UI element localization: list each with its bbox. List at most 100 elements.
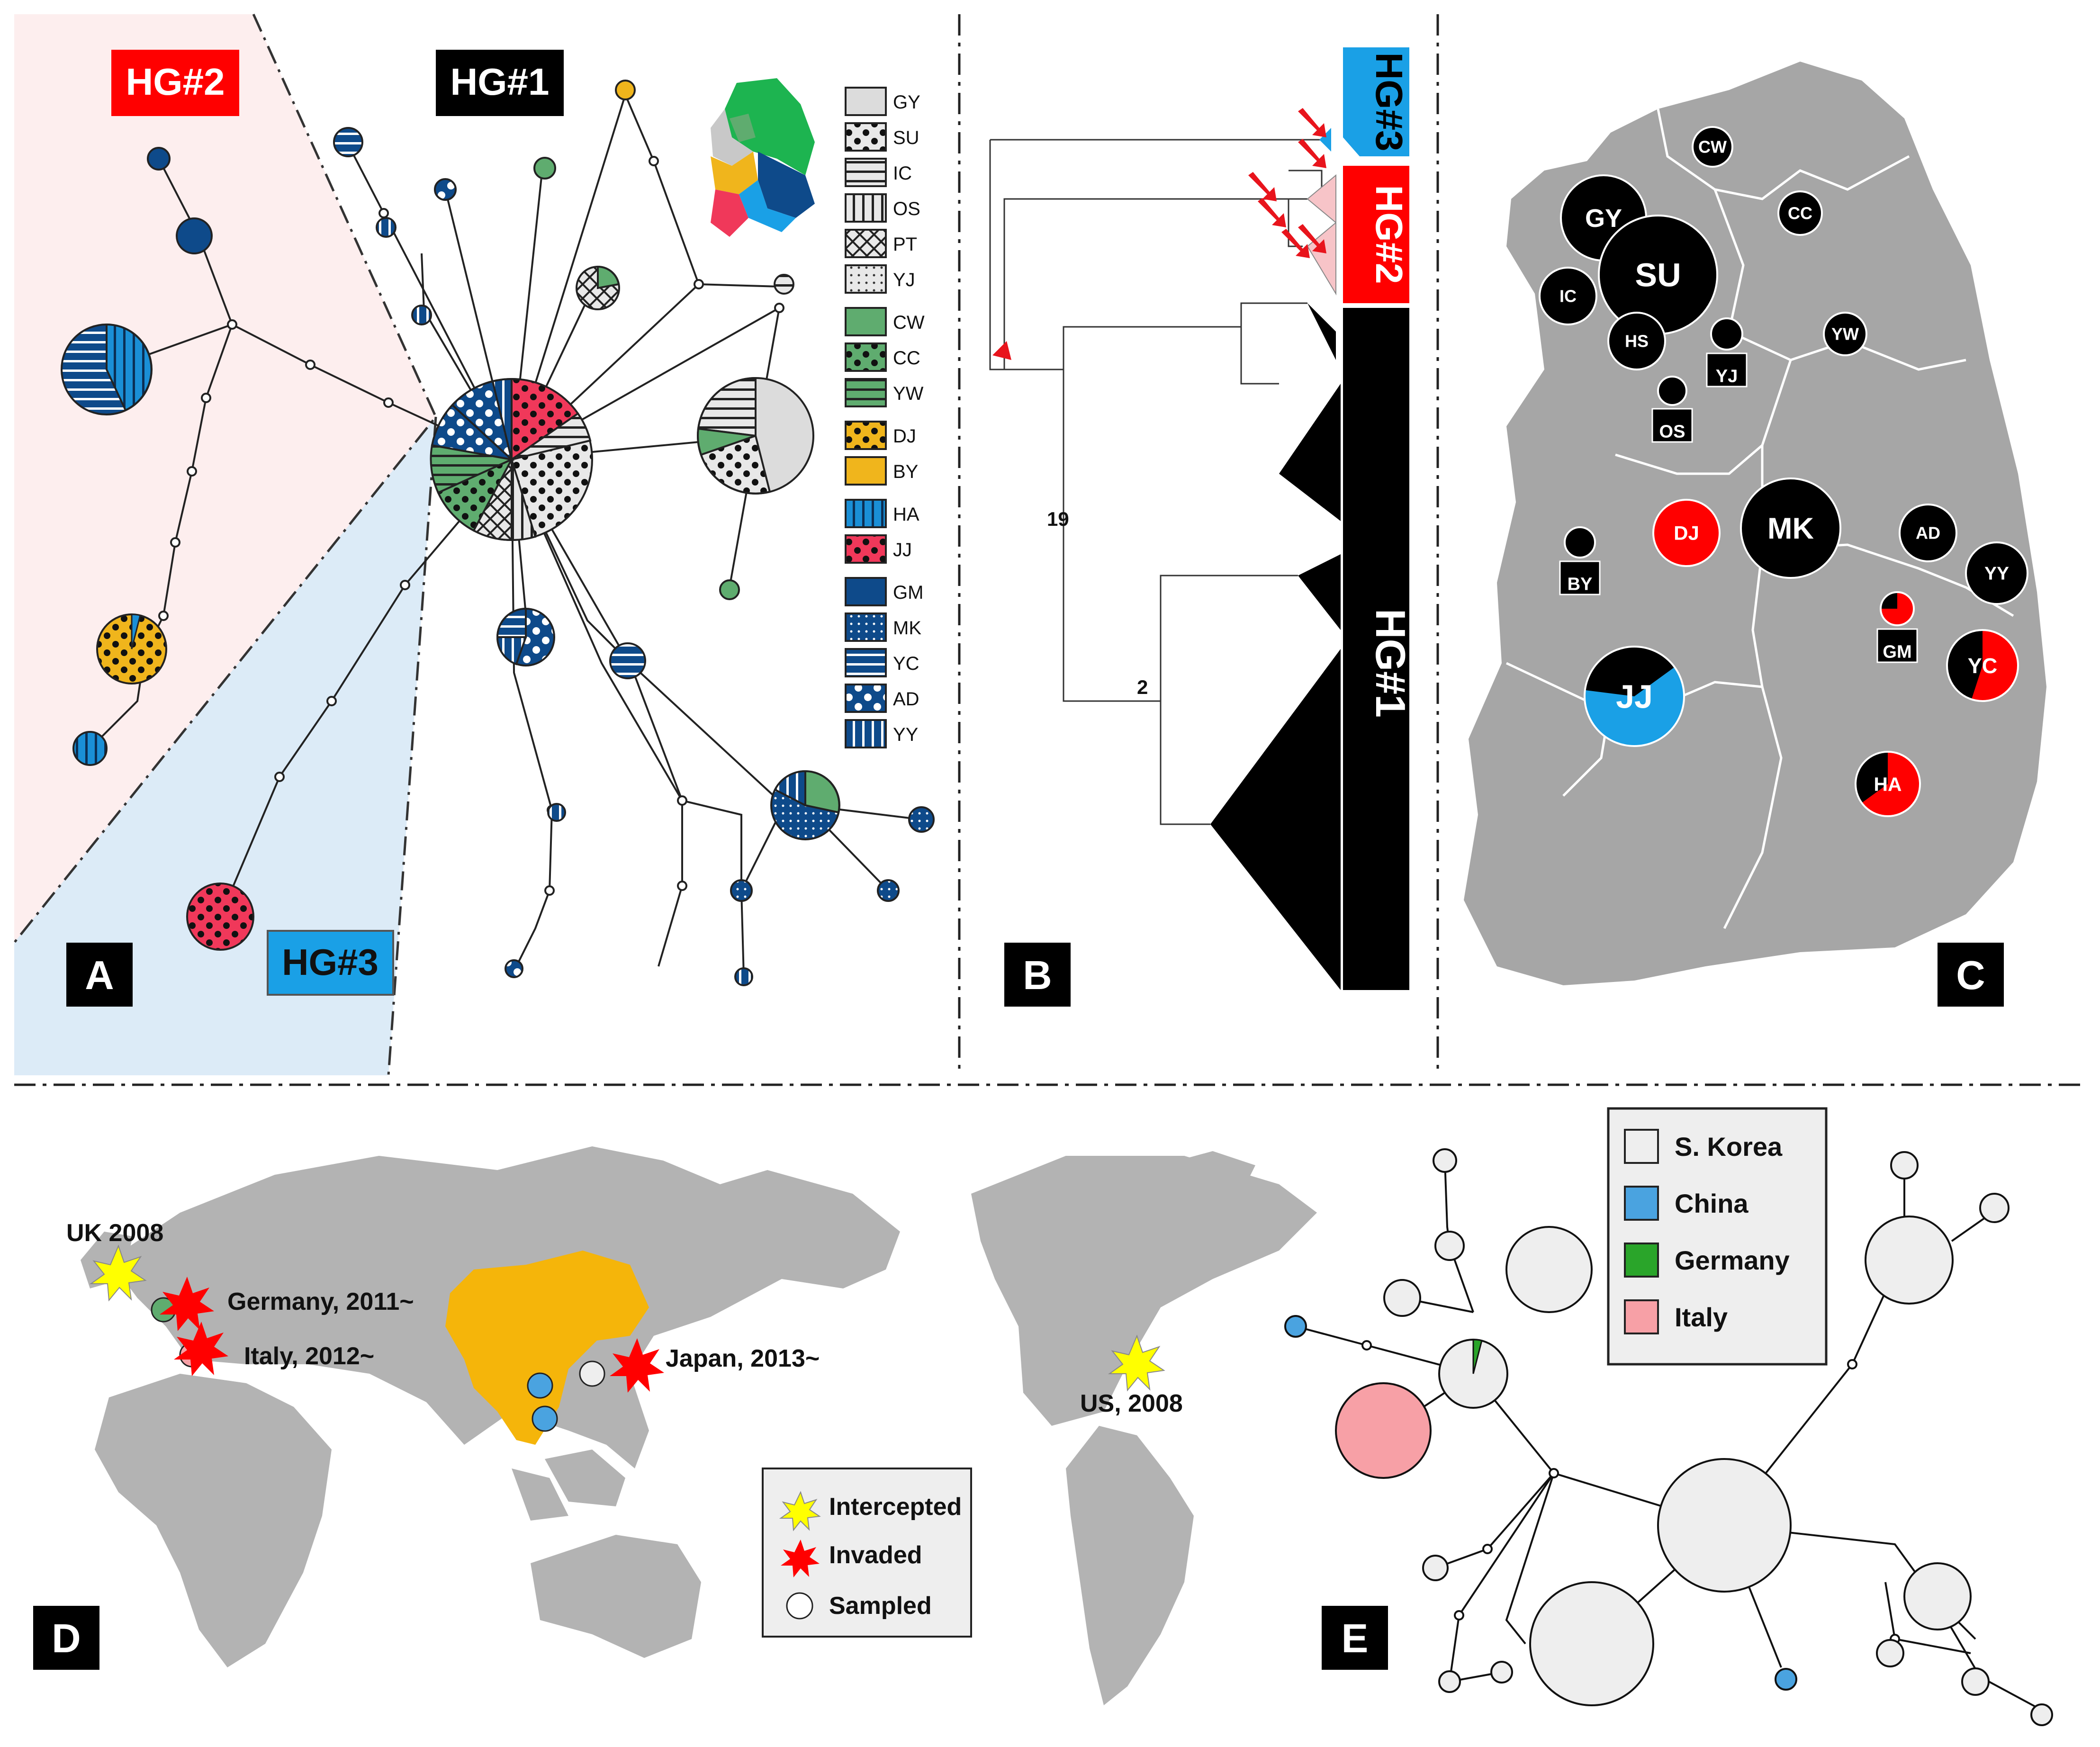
legend-label: BY (893, 461, 918, 482)
annotation-germany: Germany, 2011~ (227, 1288, 414, 1315)
hg1-clade (1210, 649, 1341, 990)
annotation-us: US, 2008 (1080, 1390, 1183, 1417)
legend-label: PT (893, 234, 917, 255)
site-yj: YJ (1706, 317, 1748, 387)
native-range (445, 1251, 649, 1445)
legend-invaded: Invaded (829, 1541, 922, 1569)
legend-item-by: BY (845, 456, 918, 486)
network-e-legend: S. Korea China Germany Italy (1607, 1107, 1828, 1366)
region-inset-map (711, 78, 815, 237)
legend-label: YJ (893, 270, 915, 290)
haplotype-jj (186, 883, 254, 951)
legend-item-cc: CC (845, 342, 920, 372)
site-label: CW (1698, 137, 1727, 157)
hg2-clade (1307, 221, 1336, 296)
site-yy: YY (1965, 541, 2028, 605)
legend-label: DJ (893, 426, 916, 447)
hg2-label: HG#2 (111, 50, 239, 116)
site-su: SU (1598, 215, 1718, 335)
site-label: MK (1767, 512, 1814, 545)
intercepted-markers (89, 1244, 1165, 1392)
annotation-italy: Italy, 2012~ (244, 1342, 374, 1370)
legend-item-su: SU (845, 122, 919, 152)
network-e-haplotypes (1284, 1148, 2053, 1726)
legend-item-ic: IC (845, 158, 912, 187)
legend-label: IC (893, 163, 912, 184)
north-america (971, 1156, 1317, 1426)
site-ad: AD (1899, 504, 1957, 562)
site-label: YY (1984, 564, 2009, 584)
legend-item-yj: YJ (845, 264, 915, 294)
legend-item-gm: GM (845, 577, 923, 606)
phylogenetic-tree-branches (989, 139, 1331, 825)
site-by: BY (1559, 526, 1601, 595)
network-e-median (1361, 1340, 1900, 1644)
haplotype-yc (609, 642, 646, 679)
svg-text:A: A (85, 953, 114, 998)
site-ha: HA (1855, 751, 1921, 817)
site-label: GY (1585, 204, 1622, 233)
legend-item-os: OS (845, 193, 920, 223)
site-jj: JJ (1584, 646, 1685, 747)
legend-item-yw: YW (845, 378, 924, 407)
site-yw: YW (1823, 312, 1867, 356)
legend-label: HA (893, 504, 919, 525)
legend-s-korea: S. Korea (1675, 1132, 1783, 1162)
world-map (81, 1146, 1317, 1705)
site-label: AD (1916, 523, 1940, 543)
greenland (1161, 1151, 1255, 1194)
hg1-clade (1279, 384, 1341, 521)
site-label: IC (1559, 287, 1577, 306)
svg-text:HG#2: HG#2 (1368, 185, 1410, 284)
map-d-legend: Intercepted Invaded Sampled (762, 1468, 972, 1638)
site-mk: MK (1740, 477, 1841, 579)
svg-text:B: B (1023, 953, 1052, 998)
legend-label: GM (893, 582, 923, 603)
site-label: DJ (1674, 522, 1699, 544)
svg-text:HG#3: HG#3 (282, 941, 379, 983)
haplotype-mk-mix (770, 770, 840, 840)
hg2-bar: HG#2 (1343, 166, 1410, 303)
legend-sampled: Sampled (829, 1592, 932, 1620)
panel-e: S. Korea China Germany Italy E (1284, 1107, 2053, 1726)
legend-item-pt: PT (845, 229, 917, 258)
legend-label: AD (893, 689, 919, 710)
site-label: SU (1635, 257, 1681, 294)
haplotype-by (615, 80, 636, 100)
haplotype-yy (376, 217, 397, 238)
site-label: YJ (1716, 366, 1738, 386)
africa (95, 1374, 332, 1667)
site-hs: HS (1607, 312, 1666, 370)
site-label: BY (1568, 574, 1593, 594)
panel-a-letter: A (66, 943, 133, 1007)
panel-c-letter: C (1938, 943, 2004, 1007)
panel-b-letter: B (1004, 943, 1071, 1007)
panel-separators (14, 14, 2087, 1086)
hg1-clade (1298, 554, 1341, 630)
site-label: CC (1788, 204, 1812, 223)
hg3-label: HG#3 (267, 930, 394, 996)
legend-item-mk: MK (845, 612, 921, 642)
legend-label: GY (893, 92, 920, 113)
svg-text:HG#1: HG#1 (451, 61, 550, 103)
invaded-markers (160, 1277, 664, 1393)
legend-label: JJ (893, 540, 912, 560)
haplotype-ad (434, 178, 457, 201)
invasion-annotations: UK 2008 Germany, 2011~ Italy, 2012~ Japa… (66, 1219, 1183, 1417)
svg-text:HG#1: HG#1 (1367, 609, 1414, 718)
haplotype-ad (505, 959, 523, 978)
site-label: GM (1883, 642, 1911, 662)
province-borders (1505, 108, 2014, 929)
haplotype-pt (576, 265, 620, 310)
site-label: JJ (1616, 678, 1653, 715)
site-gm: GM (1876, 591, 1918, 663)
site-dj: DJ (1652, 499, 1721, 567)
legend-label: OS (893, 198, 920, 219)
maritime-asia (545, 1450, 625, 1506)
bootstrap-19: 19 (1047, 508, 1069, 530)
haplotype-ha-yc (61, 323, 153, 415)
haplotype-yy (734, 967, 753, 986)
bootstrap-2: 2 (1137, 676, 1148, 698)
legend-label: CW (893, 312, 925, 333)
legend-label: YC (893, 653, 919, 674)
